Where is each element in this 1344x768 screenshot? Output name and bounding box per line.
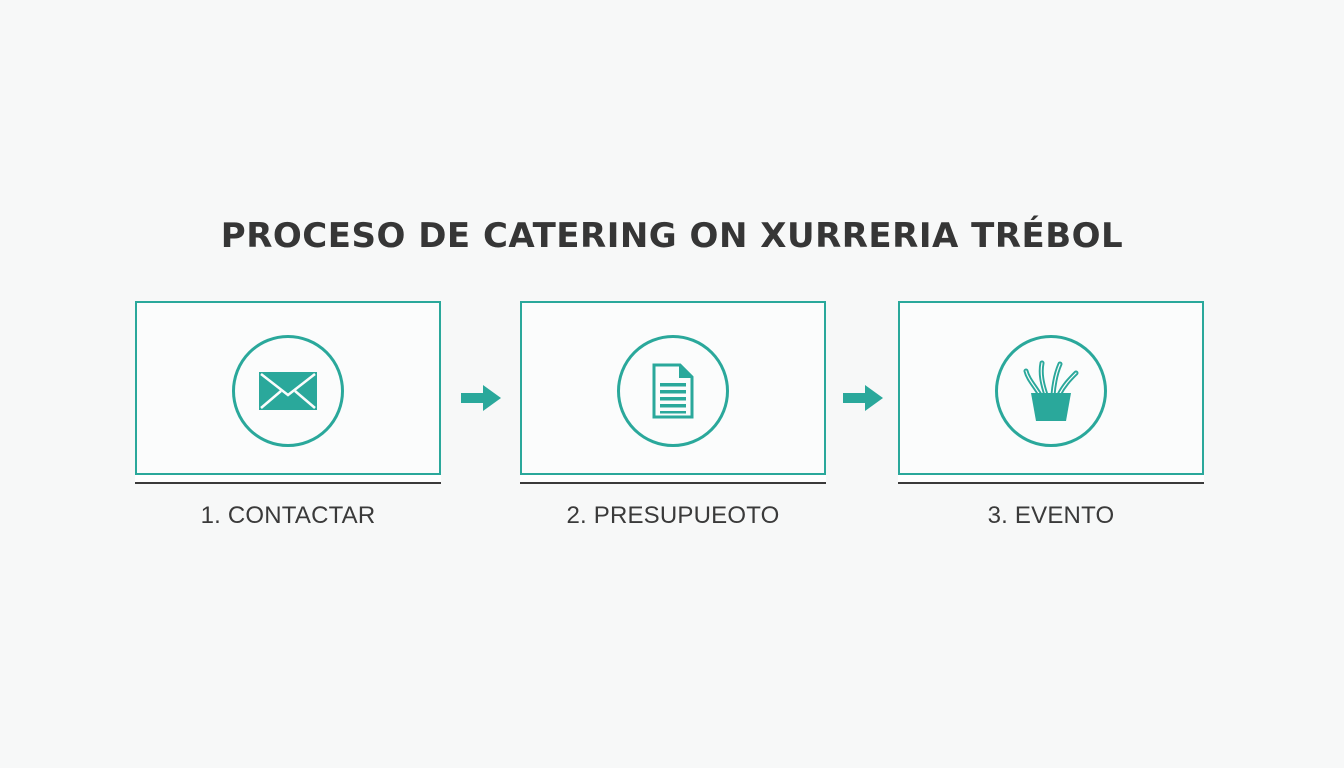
envelope-icon xyxy=(259,372,317,410)
step-label: 3. EVENTO xyxy=(987,502,1115,529)
card-base xyxy=(135,473,441,484)
step-label: 1. CONTACTAR xyxy=(200,502,376,529)
card-base xyxy=(520,473,826,484)
step-card xyxy=(520,301,826,484)
step-contactar: 1. CONTACTAR xyxy=(135,301,441,529)
arrow-right-icon xyxy=(461,385,501,411)
document-icon xyxy=(652,363,694,419)
card-base xyxy=(898,473,1204,484)
arrow-right-icon xyxy=(843,385,883,411)
step-label: 2. PRESUPUEOTO xyxy=(566,502,780,529)
step-evento: 3. EVENTO xyxy=(898,301,1204,529)
diagram-title: PROCESO DE CATERING ON XURRERIA TRÉBOL xyxy=(220,216,1124,256)
icon-circle xyxy=(995,335,1107,447)
icon-circle xyxy=(232,335,344,447)
step-presupuesto: 2. PRESUPUEOTO xyxy=(520,301,826,529)
icon-circle xyxy=(617,335,729,447)
churros-cup-icon xyxy=(1023,360,1079,421)
step-card xyxy=(898,301,1204,484)
step-card xyxy=(135,301,441,484)
